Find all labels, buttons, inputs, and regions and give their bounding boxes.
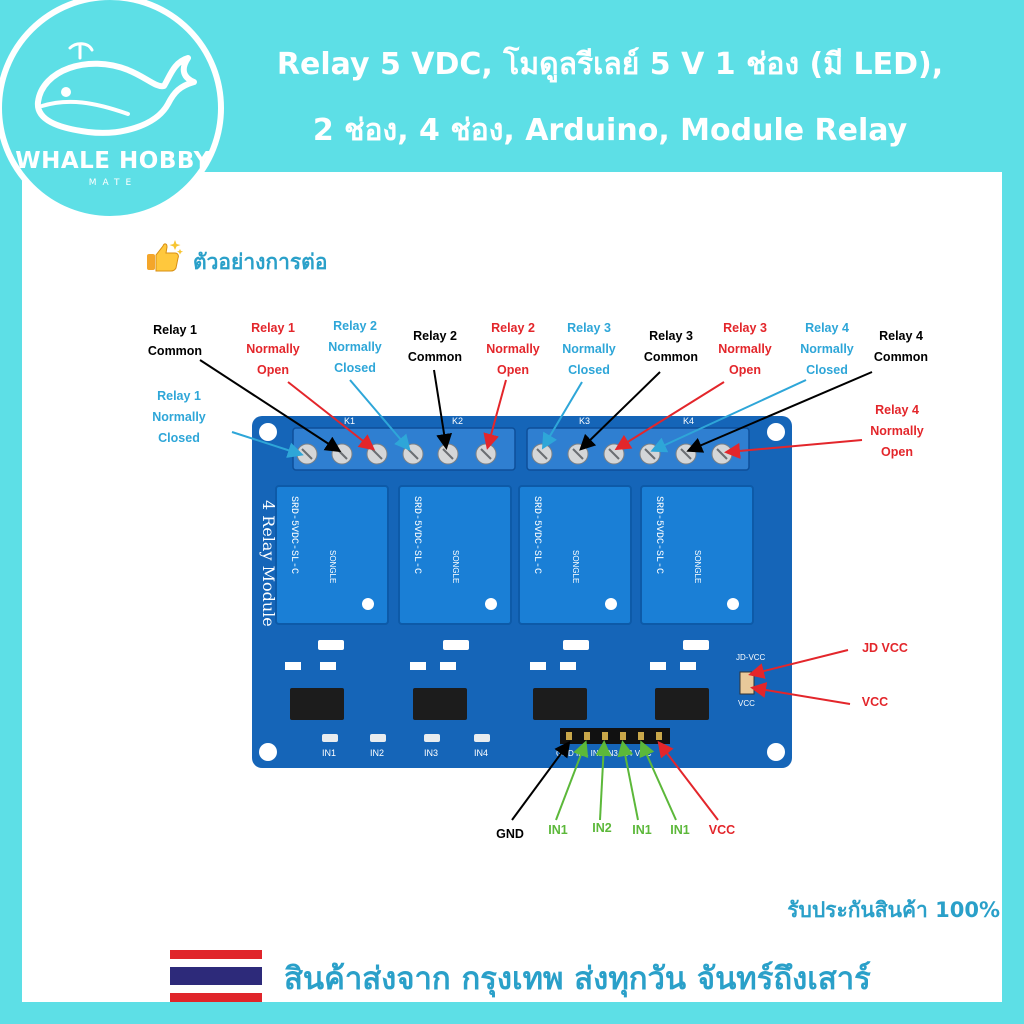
header-k3: K3	[579, 416, 590, 426]
screw-slots	[301, 448, 728, 460]
svg-text:SONGLE: SONGLE	[693, 550, 702, 583]
label-in-a: IN1	[548, 823, 568, 837]
label-r4-normally-closed: Relay 4 Normally Closed	[800, 321, 854, 377]
shipping-text: สินค้าส่งจาก กรุงเทพ ส่งทุกวัน จันทร์ถึง…	[284, 961, 871, 997]
svg-text:SRD-5VDC-SL-C: SRD-5VDC-SL-C	[288, 496, 299, 574]
label-r4-normally-open: Relay 4 Normally Open	[870, 403, 924, 459]
arrow-r2-common	[433, 369, 453, 450]
logo-subtitle: MATE	[88, 178, 138, 188]
arrow-r4-common	[686, 371, 873, 453]
arrow-in-c	[617, 740, 639, 821]
arrow-r3-no	[614, 381, 725, 451]
whale-icon	[34, 42, 197, 136]
svg-text:SONGLE: SONGLE	[328, 550, 337, 583]
pin-header	[560, 728, 670, 744]
arrow-r3-common	[579, 371, 661, 451]
led-label-in4: IN4	[474, 748, 488, 758]
label-in-b: IN2	[592, 821, 612, 835]
svg-text:SRD-5VDC-SL-C: SRD-5VDC-SL-C	[531, 496, 542, 574]
jumper-top-label: JD-VCC	[736, 653, 766, 662]
svg-text:SRD-5VDC-SL-C: SRD-5VDC-SL-C	[411, 496, 422, 574]
arrow-r4-no	[724, 439, 863, 459]
relay-3: SRD-5VDC-SL-C SONGLE	[518, 485, 632, 625]
arrow-r2-nc	[349, 379, 411, 452]
arrow-in-d	[639, 740, 677, 821]
arrow-gnd	[511, 740, 571, 821]
arrow-jd-vcc	[748, 649, 849, 679]
mount-hole	[259, 423, 277, 441]
label-r1-normally-open: Relay 1 Normally Open	[246, 321, 300, 377]
header-k4: K4	[683, 416, 694, 426]
logo-name: WHALE HOBBY	[15, 148, 211, 174]
arrow-in-b	[595, 740, 612, 821]
label-r3-normally-open: Relay 3 Normally Open	[718, 321, 772, 377]
jumper	[739, 671, 755, 695]
example-heading: ตัวอย่างการต่อ	[193, 250, 328, 274]
mount-hole	[767, 743, 785, 761]
module-label: 4 Relay Module	[259, 500, 278, 627]
label-r2-normally-closed: Relay 2 Normally Closed	[328, 319, 382, 375]
arrow-vcc-right	[750, 682, 851, 705]
label-vcc-bottom: VCC	[708, 823, 736, 837]
label-r2-common: Relay 2 Common	[407, 329, 463, 364]
led-label-in3: IN3	[424, 748, 438, 758]
mount-hole	[259, 743, 277, 761]
label-gnd: GND	[496, 827, 524, 841]
relay-4: SRD-5VDC-SL-C SONGLE	[640, 485, 754, 625]
pin-header-pins	[566, 732, 662, 740]
arrow-in-a	[555, 740, 589, 821]
label-r2-normally-open: Relay 2 Normally Open	[486, 321, 540, 377]
arrow-r1-no	[287, 381, 376, 451]
warranty-text: รับประกันสินค้า 100%	[787, 898, 1000, 922]
label-vcc-right: VCC	[861, 695, 889, 709]
mount-hole	[767, 423, 785, 441]
label-r1-normally-closed: Relay 1 Normally Closed	[152, 389, 206, 445]
svg-text:SONGLE: SONGLE	[571, 550, 580, 583]
arrow-r1-nc	[231, 431, 304, 458]
header-k2: K2	[452, 416, 463, 426]
arrow-vcc-bottom	[657, 740, 719, 821]
label-r3-normally-closed: Relay 3 Normally Closed	[562, 321, 616, 377]
svg-text:SONGLE: SONGLE	[451, 550, 460, 583]
arrow-r1-common	[199, 359, 342, 453]
led-label-in2: IN2	[370, 748, 384, 758]
arrow-r4-nc	[650, 379, 807, 453]
arrow-r3-nc	[541, 381, 583, 450]
label-r3-common: Relay 3 Common	[643, 329, 699, 364]
relay-1: SRD-5VDC-SL-C SONGLE	[275, 485, 389, 625]
optocouplers	[290, 688, 709, 720]
smd-components	[285, 640, 709, 670]
thailand-flag-icon	[170, 950, 262, 1002]
arrow-r2-no	[483, 379, 507, 450]
svg-text:SRD-5VDC-SL-C: SRD-5VDC-SL-C	[653, 496, 664, 574]
page-title-line1: Relay 5 VDC, โมดูลรีเลย์ 5 V 1 ช่อง (มี …	[276, 47, 944, 82]
relay-2: SRD-5VDC-SL-C SONGLE	[398, 485, 512, 625]
label-r1-common: Relay 1 Common	[147, 323, 203, 358]
led-label-in1: IN1	[322, 748, 336, 758]
thumbs-up-sparkle-icon	[147, 240, 183, 272]
header-k1: K1	[344, 416, 355, 426]
input-leds	[322, 734, 490, 742]
label-r4-common: Relay 4 Common	[873, 329, 929, 364]
label-in-c: IN1	[632, 823, 652, 837]
page-title-line2: 2 ช่อง, 4 ช่อง, Arduino, Module Relay	[312, 113, 908, 148]
label-in-d: IN1	[670, 823, 690, 837]
label-jd-vcc: JD VCC	[862, 641, 908, 655]
jumper-bottom-label: VCC	[738, 699, 755, 708]
